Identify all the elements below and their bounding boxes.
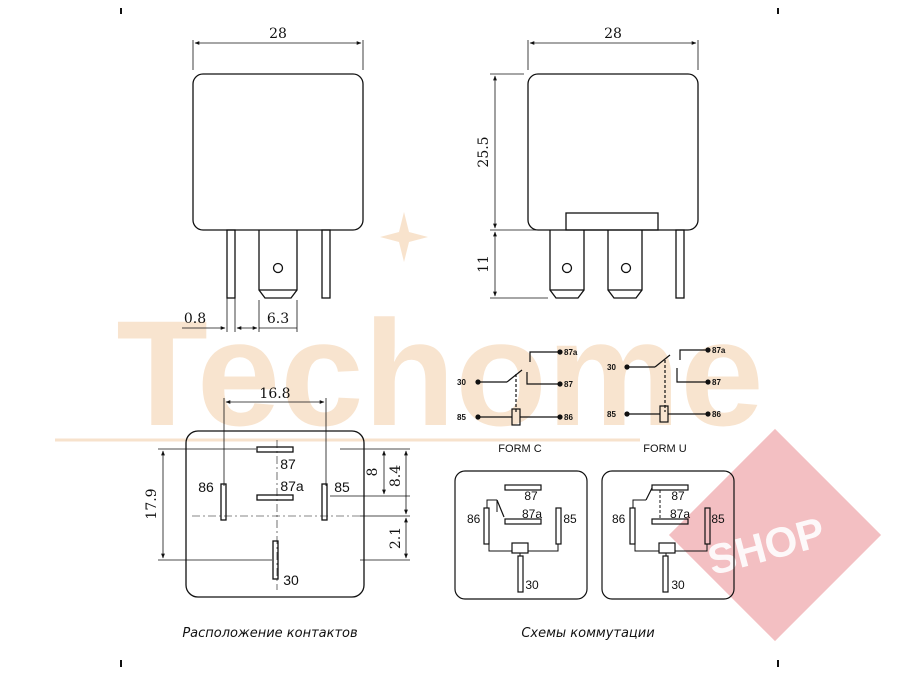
side-flange <box>565 212 659 231</box>
pinout-body <box>185 430 365 598</box>
form-c-pin-87: 87 <box>564 380 573 389</box>
pinout-dim-84-label: 8.4 <box>388 465 404 487</box>
form-u-box-85: 85 <box>711 512 725 526</box>
pinout-label-86: 86 <box>198 479 214 495</box>
form-c-pin-87a: 87a <box>564 348 578 357</box>
form-c-pin-30: 30 <box>457 378 466 387</box>
side-tab-right <box>607 230 643 299</box>
sparkle-icon <box>380 212 428 262</box>
side-body <box>527 73 699 231</box>
pinout-label-87a: 87a <box>280 478 304 494</box>
corner-marks <box>120 8 779 667</box>
form-c-box-86: 86 <box>467 512 481 526</box>
front-tab-width-label: 6.3 <box>267 311 289 327</box>
pinout-dim-21-label: 2.1 <box>388 527 404 549</box>
side-pin-length-label: 11 <box>476 255 492 273</box>
front-pin-right <box>321 229 331 299</box>
form-c-box-85: 85 <box>563 512 577 526</box>
pinout-height-label: 17.9 <box>144 488 160 519</box>
form-u-box <box>601 470 735 600</box>
front-tab <box>258 230 298 299</box>
watermark-brand: Techome <box>116 289 763 457</box>
watermark: Techome SHOP <box>55 212 882 642</box>
form-c-box-30: 30 <box>525 578 539 592</box>
pinout-pin-87a <box>256 494 294 501</box>
caption-schemes: Схемы коммутации <box>521 626 654 641</box>
form-c-box-87: 87 <box>524 489 538 503</box>
side-tab-left <box>549 230 585 299</box>
pinout-pin-86 <box>220 483 227 521</box>
form-u-box-30: 30 <box>671 578 685 592</box>
caption-contacts: Расположение контактов <box>182 626 357 641</box>
pinout-dim-8-label: 8 <box>365 468 381 477</box>
form-c-pin-86: 86 <box>564 413 573 422</box>
form-u-box-87a: 87a <box>670 507 690 521</box>
form-u-title: FORM U <box>643 443 686 455</box>
form-u-pin-85: 85 <box>607 410 616 419</box>
pinout-view <box>158 398 410 598</box>
form-c-box-87a: 87a <box>522 507 542 521</box>
pinout-label-85: 85 <box>334 479 350 495</box>
form-u-pin-87: 87 <box>712 378 721 387</box>
side-pin <box>675 229 685 299</box>
form-u-schematic <box>624 347 711 423</box>
pinout-pin-30 <box>272 540 279 580</box>
side-width-label: 28 <box>604 26 622 42</box>
pinout-pin-87 <box>256 446 294 453</box>
form-c-pin-85: 85 <box>457 413 466 422</box>
front-pin-left <box>226 229 236 299</box>
front-width-label: 28 <box>269 26 287 42</box>
side-height-label: 25.5 <box>476 136 492 167</box>
front-pin-width-label: 0.8 <box>184 311 206 327</box>
front-view <box>182 40 364 332</box>
side-view <box>490 40 699 299</box>
form-u-box-86: 86 <box>612 512 626 526</box>
front-body <box>192 73 364 231</box>
form-u-pin-87a: 87a <box>712 346 726 355</box>
pinout-label-30: 30 <box>283 572 299 588</box>
form-c-schematic <box>475 349 563 426</box>
form-c-box <box>454 470 588 600</box>
form-u-box-87: 87 <box>671 489 685 503</box>
pinout-spacing-label: 16.8 <box>259 386 290 402</box>
form-c-title: FORM C <box>498 443 541 455</box>
pinout-pin-85 <box>321 483 328 521</box>
form-u-pin-86: 86 <box>712 410 721 419</box>
form-u-pin-30: 30 <box>607 363 616 372</box>
pinout-label-87: 87 <box>280 456 296 472</box>
